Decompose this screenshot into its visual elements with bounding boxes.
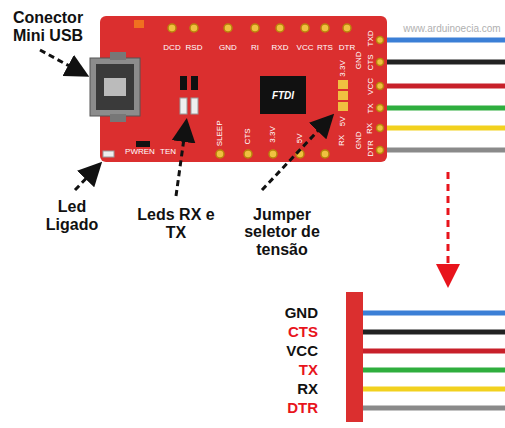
power-led bbox=[103, 151, 114, 157]
pin-label: 5V bbox=[339, 116, 348, 126]
pin-label: GND bbox=[356, 51, 365, 69]
pin-label: 3.3V bbox=[269, 126, 278, 142]
smd-part bbox=[134, 20, 144, 28]
wires bbox=[380, 40, 505, 150]
callout-label: RX bbox=[297, 381, 318, 398]
connector-wires bbox=[360, 313, 505, 408]
pin-label: RX bbox=[367, 122, 376, 133]
callout-label: TX bbox=[299, 362, 318, 379]
pin-label: DCD bbox=[163, 44, 180, 53]
callout-label: GND bbox=[285, 305, 318, 322]
pin-label: RTS bbox=[317, 44, 333, 53]
pin-holes bbox=[168, 24, 384, 158]
pin-label: 3.3V bbox=[339, 60, 348, 76]
pin-label: RXD bbox=[272, 44, 289, 53]
callout-label: VCC bbox=[286, 343, 318, 360]
pin-label: CTS bbox=[244, 128, 253, 144]
pin-label: PWREN bbox=[125, 148, 155, 157]
pin-label: GND bbox=[219, 44, 237, 53]
ftdi-chip bbox=[260, 76, 306, 114]
board-text: www.arduinoecia.com bbox=[403, 23, 500, 34]
pin-label: GND bbox=[356, 131, 365, 149]
pin-label: DTR bbox=[367, 140, 376, 156]
pin-label: TXD bbox=[367, 30, 376, 46]
connector-strip bbox=[346, 292, 363, 422]
callout-label: Conector Mini USB bbox=[0, 9, 98, 44]
rx-tx-leds bbox=[180, 76, 198, 114]
pin-label: DTR bbox=[339, 44, 355, 53]
pin-label: RSD bbox=[186, 44, 203, 53]
red-arrow bbox=[447, 172, 450, 282]
leader-arrows bbox=[40, 50, 330, 196]
callout-label: Leds RX e TX bbox=[132, 206, 220, 241]
pin-label: RX bbox=[339, 134, 348, 145]
pin-label: SLEEP bbox=[216, 120, 225, 146]
pin-label: 5V bbox=[296, 133, 305, 143]
callout-label: Led Ligado bbox=[35, 198, 109, 233]
callout-label: DTR bbox=[287, 400, 318, 417]
mini-usb-connector bbox=[90, 52, 140, 122]
callout-label: CTS bbox=[288, 324, 318, 341]
callout-label: Jumper seletor de tensão bbox=[226, 206, 338, 259]
pin-label: VCC bbox=[367, 78, 376, 95]
ftdi-board bbox=[100, 16, 387, 162]
board-text: FTDI bbox=[272, 90, 294, 101]
pin-label: TEN bbox=[160, 148, 176, 157]
voltage-jumper bbox=[338, 80, 348, 111]
pin-label: VCC bbox=[297, 44, 314, 53]
pin-label: CTS bbox=[367, 54, 376, 70]
pin-label: RI bbox=[251, 44, 259, 53]
smd-part bbox=[136, 141, 150, 147]
pin-label: TX bbox=[367, 103, 376, 113]
